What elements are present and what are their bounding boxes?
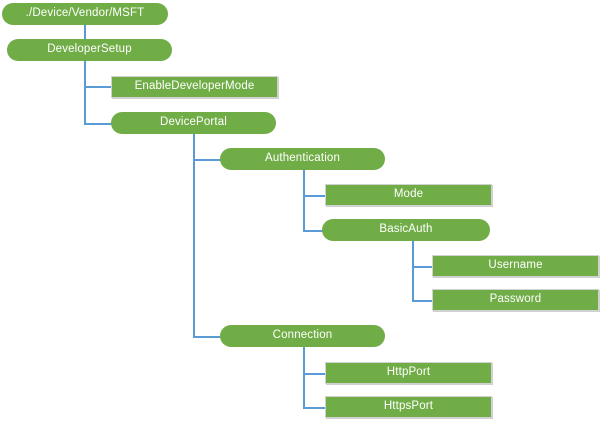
tree-node-auth[interactable]: Authentication: [220, 148, 385, 170]
connector-auth-to-mode: [303, 195, 326, 197]
connector-devportal-to-auth: [193, 159, 221, 161]
tree-node-label-devportal: DevicePortal: [160, 116, 227, 129]
tree-node-label-password: Password: [489, 293, 542, 306]
tree-node-label-username: Username: [488, 259, 543, 272]
tree-node-label-basicauth: BasicAuth: [379, 223, 433, 236]
connector-devportal-trunk: [193, 134, 195, 337]
tree-node-httpsport[interactable]: HttpsPort: [325, 396, 492, 418]
connector-devsetup-trunk: [84, 60, 86, 124]
connector-basicauth-trunk: [412, 241, 414, 301]
connector-devportal-to-connection: [193, 336, 221, 338]
tree-node-basicauth[interactable]: BasicAuth: [322, 219, 490, 241]
connector-connection-to-httpport: [303, 373, 326, 375]
tree-node-password[interactable]: Password: [432, 289, 599, 311]
tree-node-username[interactable]: Username: [432, 255, 599, 277]
tree-node-label-httpsport: HttpsPort: [383, 400, 434, 413]
tree-node-label-connection: Connection: [272, 329, 333, 342]
tree-node-mode[interactable]: Mode: [325, 184, 492, 206]
tree-node-label-enabledev: EnableDeveloperMode: [134, 80, 255, 93]
connector-connection-to-httpsport: [303, 407, 326, 409]
tree-node-devsetup[interactable]: DeveloperSetup: [7, 39, 172, 61]
tree-node-enabledev[interactable]: EnableDeveloperMode: [111, 76, 278, 98]
tree-node-label-auth: Authentication: [265, 152, 340, 165]
connector-root-to-devsetup: [84, 24, 86, 40]
tree-node-label-httpport: HttpPort: [386, 366, 431, 379]
connector-basicauth-to-password: [412, 300, 433, 302]
tree-node-label-mode: Mode: [393, 188, 424, 201]
tree-node-devportal[interactable]: DevicePortal: [111, 112, 276, 134]
tree-node-connection[interactable]: Connection: [220, 325, 385, 347]
tree-node-label-root: ./Device/Vendor/MSFT: [25, 7, 145, 20]
tree-node-root[interactable]: ./Device/Vendor/MSFT: [2, 3, 168, 25]
connector-basicauth-to-username: [412, 266, 433, 268]
connector-connection-trunk: [303, 347, 305, 408]
connector-devsetup-to-devportal: [84, 123, 112, 125]
connector-devsetup-to-enabledev: [84, 86, 112, 88]
tree-node-label-devsetup: DeveloperSetup: [47, 43, 132, 56]
connector-auth-to-basicauth: [303, 230, 326, 232]
connector-auth-trunk: [303, 170, 305, 231]
tree-node-httpport[interactable]: HttpPort: [325, 362, 492, 384]
